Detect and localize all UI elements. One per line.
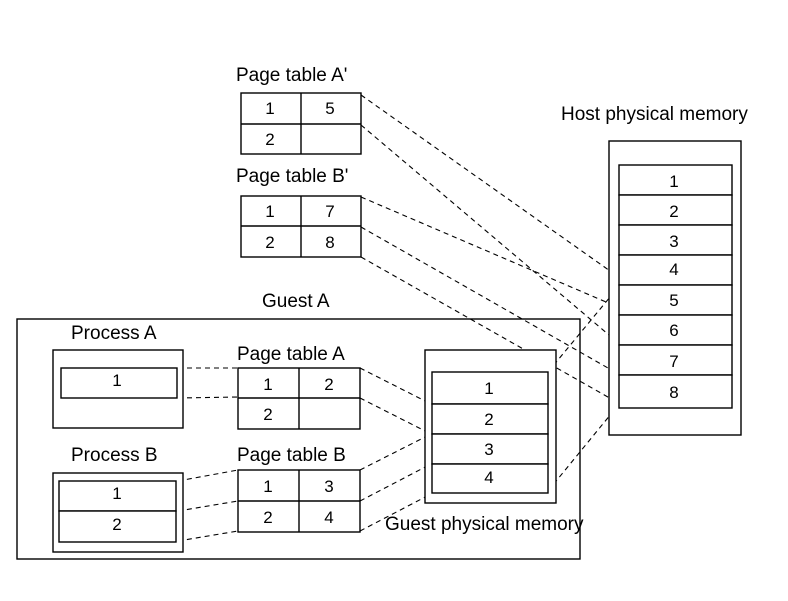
page-table-b-prime: 1 7 2 8	[240, 195, 362, 258]
mapping-line-pt-b-2	[359, 463, 432, 502]
mapping-line-pt-b-3	[359, 493, 432, 532]
host-memory-page-cell	[618, 254, 733, 286]
host-memory-page-cell	[618, 224, 733, 256]
guest-memory-pages: 1 2 3 4	[431, 371, 549, 494]
process-b-page-label: 1	[112, 484, 121, 503]
host-memory-page-cell	[618, 344, 733, 376]
page-table-a-prime-cell: 2	[265, 130, 274, 149]
page-table-b-prime-cell: 8	[325, 233, 334, 252]
guest-memory-page-cell	[431, 403, 549, 435]
host-memory-page-cell	[618, 314, 733, 346]
process-a-page-label: 1	[112, 371, 121, 390]
process-b-page-label: 2	[112, 515, 121, 534]
host-memory-pages: 1 2 3 4 5 6 7 8	[618, 164, 733, 409]
guest-memory-page-cell	[431, 433, 549, 465]
guest-memory-page-cell	[431, 371, 549, 405]
mapping-line-process-a-2	[177, 396, 239, 399]
mapping-line-pt-b-1	[359, 433, 432, 471]
page-table-a: 1 2 2	[237, 367, 361, 430]
host-memory-page-label: 6	[669, 321, 678, 340]
guest-memory-page-label: 2	[484, 410, 493, 429]
guest-memory-label: Guest physical memory	[385, 514, 584, 535]
mapping-line-guest-host-2	[547, 402, 621, 492]
process-a-label: Process A	[71, 323, 157, 344]
page-table-b-cell: 4	[324, 508, 333, 527]
page-table-a-cell: 1	[263, 375, 272, 394]
mapping-line-a-prime-row1	[360, 94, 621, 279]
mapping-line-pt-a-1	[359, 367, 432, 405]
host-memory-page-label: 1	[669, 172, 678, 191]
process-a-page-cell	[60, 367, 178, 399]
process-b-label: Process B	[71, 445, 158, 466]
page-table-a-prime: 1 5 2	[240, 92, 362, 155]
host-memory-page-label: 8	[669, 383, 678, 402]
page-table-a-cell: 2	[324, 375, 333, 394]
process-b-page-cell	[58, 480, 177, 512]
host-memory-page-label: 2	[669, 202, 678, 221]
page-table-b-label: Page table B	[237, 445, 346, 466]
guest-memory-page-label: 4	[484, 468, 493, 487]
host-memory-page-cell	[618, 194, 733, 226]
page-table-a-prime-cell: 1	[265, 99, 274, 118]
guest-memory-page-cell	[431, 463, 549, 494]
mapping-line-a-prime-row2	[360, 124, 623, 347]
page-table-b-prime-label: Page table B'	[236, 166, 348, 187]
host-memory-page-cell	[618, 164, 733, 196]
host-memory-label: Host physical memory	[561, 104, 748, 125]
process-b-page-cell	[58, 510, 177, 543]
host-memory-page-label: 3	[669, 232, 678, 251]
page-table-b-prime-cell: 2	[265, 233, 274, 252]
page-table-a-label: Page table A	[237, 344, 345, 365]
page-table-b-cell: 3	[324, 477, 333, 496]
guest-memory-page-label: 1	[484, 379, 493, 398]
mapping-line-pt-a-2	[359, 397, 432, 435]
host-memory-page-label: 4	[669, 260, 678, 279]
host-memory-page-cell	[618, 374, 733, 409]
page-table-b: 1 3 2 4	[237, 469, 361, 533]
host-memory-page-label: 7	[669, 352, 678, 371]
guest-memory-page-label: 3	[484, 440, 493, 459]
page-table-a-prime-cell: 5	[325, 99, 334, 118]
page-table-a-cell: 2	[263, 405, 272, 424]
mapping-line-process-b-3	[177, 530, 239, 542]
mapping-line-process-b-1	[177, 469, 239, 482]
mapping-line-process-b-2	[177, 500, 239, 512]
host-memory-page-label: 5	[669, 291, 678, 310]
page-table-b-prime-cell: 1	[265, 202, 274, 221]
page-table-a-prime-label: Page table A'	[236, 65, 347, 86]
guest-a-frame	[16, 318, 581, 560]
mapping-lines	[177, 94, 623, 542]
guest-a-label: Guest A	[262, 291, 330, 312]
mapping-line-b-prime-row1	[360, 196, 621, 309]
page-table-b-cell: 2	[263, 508, 272, 527]
page-table-b-cell: 1	[263, 477, 272, 496]
mapping-line-guest-host-1	[547, 284, 621, 373]
page-table-b-prime-cell: 7	[325, 202, 334, 221]
